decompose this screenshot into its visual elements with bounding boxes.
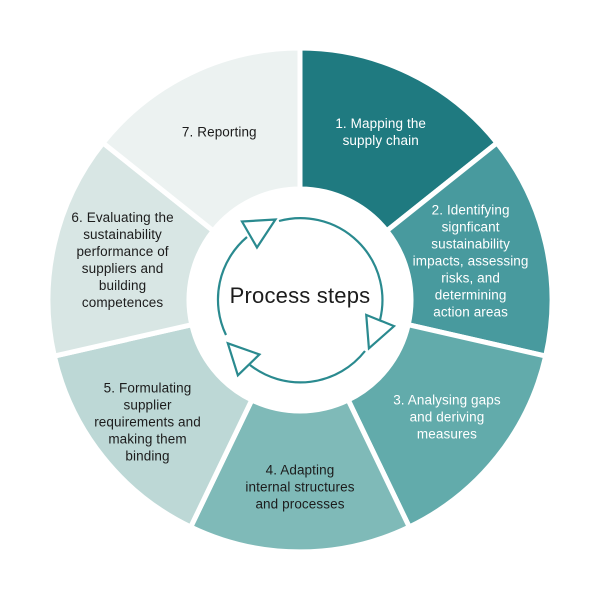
center-title: Process steps [229,283,371,308]
wedge-group [45,45,555,555]
cycle-arc-2 [278,217,384,321]
cycle-arrows-icon [216,217,397,384]
cycle-arrowhead-bottom-left [226,341,262,378]
cycle-arrowhead-top [240,218,278,250]
cycle-arrowhead-right [365,313,397,351]
cycle-arc-1 [216,236,248,336]
cycle-arc-3 [249,350,366,384]
